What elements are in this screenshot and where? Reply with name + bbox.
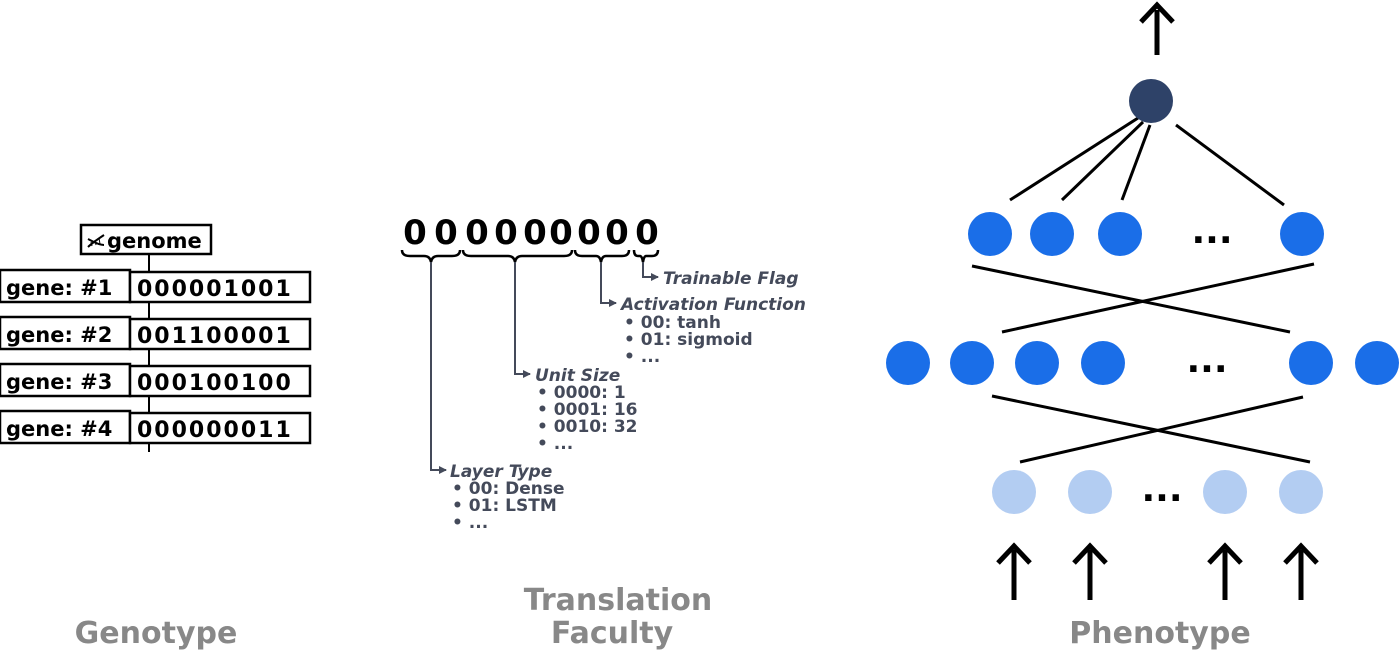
input-arrow-icon (1283, 542, 1319, 600)
input-arrow-icon (1207, 542, 1243, 600)
input-node (1203, 470, 1247, 514)
genome-label: genome (107, 229, 202, 253)
bit: 0 (403, 213, 427, 253)
unit-size-option: • 0000: 1 (537, 383, 626, 403)
bit: 0 (494, 213, 518, 253)
gene-bits-box (128, 364, 312, 398)
activation-label: Activation Function (619, 295, 806, 315)
bit: 0 (635, 213, 659, 253)
unit-size-option: • ... (537, 434, 573, 454)
bit: 0 (549, 213, 573, 253)
leader-lines (430, 262, 659, 474)
ellipsis: ... (1191, 211, 1232, 252)
hidden-node (1015, 341, 1059, 385)
hidden-node (1280, 212, 1324, 256)
layer-type-leader (430, 262, 447, 474)
hidden-layer-middle: ... (886, 340, 1399, 385)
input-arrow-icon (1072, 542, 1108, 600)
gene-label: gene: #3 (6, 370, 112, 394)
translation-title-line2: Faculty (551, 616, 674, 651)
phenotype-title: Phenotype (1069, 616, 1250, 651)
bit: 0 (465, 213, 489, 253)
input-node (1279, 470, 1323, 514)
layer-type-option: • 00: Dense (452, 479, 565, 499)
genotype-title: Genotype (75, 616, 238, 651)
ellipsis: ... (1186, 340, 1227, 381)
trainable-flag-label: Trainable Flag (663, 269, 799, 289)
hidden-node (1081, 341, 1125, 385)
unit-size-label: Unit Size (535, 366, 620, 386)
output-connections (1009, 116, 1285, 207)
hidden-node (950, 341, 994, 385)
input-layer: ... (992, 469, 1323, 514)
trainable-leader (642, 262, 659, 281)
hidden-node (968, 212, 1012, 256)
hidden-connections-lower (991, 394, 1311, 464)
hidden-node (1289, 341, 1333, 385)
gene-label: gene: #1 (6, 276, 112, 300)
input-node (1068, 470, 1112, 514)
activation-option: • ... (624, 347, 660, 367)
gene-bits: 000000011 (137, 418, 293, 443)
gene-bits-box (128, 411, 312, 445)
gene-bits-box (128, 270, 312, 304)
hidden-node (1098, 212, 1142, 256)
activation-option: • 00: tanh (624, 313, 721, 333)
dna-icon (87, 234, 105, 248)
layer-type-option: • 01: LSTM (452, 496, 557, 516)
translation-title-line1: Translation (524, 583, 713, 618)
gene-row-2: gene: #2 001100001 (0, 315, 312, 351)
gene-label: gene: #2 (6, 323, 112, 347)
layer-type-option: • ... (452, 513, 488, 533)
activation-leader (600, 262, 617, 307)
layer-type-label: Layer Type (450, 462, 552, 482)
input-arrow-icon (996, 542, 1032, 600)
hidden-node (1355, 341, 1399, 385)
bit: 0 (605, 213, 629, 253)
gene-bits: 000100100 (137, 371, 293, 396)
gene-bits-box (128, 317, 312, 351)
gene-label: gene: #4 (6, 417, 112, 441)
unit-size-leader (514, 262, 531, 378)
activation-option: • 01: sigmoid (624, 330, 753, 350)
hidden-node (886, 341, 930, 385)
output-node (1129, 79, 1173, 123)
hidden-node (1030, 212, 1074, 256)
gene-row-1: gene: #1 000001001 (0, 268, 312, 304)
hidden-connections-upper (971, 262, 1315, 334)
unit-size-option: • 0001: 16 (537, 400, 637, 420)
input-arrows (996, 542, 1319, 600)
hidden-layer-top: ... (968, 211, 1324, 256)
ellipsis: ... (1141, 469, 1182, 510)
bit: 0 (434, 213, 458, 253)
bit: 0 (577, 213, 601, 253)
gene-bits: 001100001 (137, 324, 293, 349)
output-arrow-icon (1139, 1, 1175, 55)
bit: 0 (523, 213, 547, 253)
bit-string: 0 0 0 0 0 0 0 0 0 (403, 213, 659, 253)
gene-row-3: gene: #3 000100100 (0, 362, 312, 398)
translation-section: 0 0 0 0 0 0 0 0 0 Trainable Flag Activa (400, 213, 806, 651)
input-node (992, 470, 1036, 514)
genome-box (79, 223, 213, 256)
gene-row-4: gene: #4 000000011 (0, 409, 312, 445)
gene-label-box (0, 409, 132, 445)
gene-bits: 000001001 (137, 277, 293, 302)
unit-size-option: • 0010: 32 (537, 417, 637, 437)
genotype-section: genome gene: #1 000001001 gene: #2 00110… (0, 223, 312, 651)
phenotype-section: ... ... ... (886, 1, 1399, 651)
